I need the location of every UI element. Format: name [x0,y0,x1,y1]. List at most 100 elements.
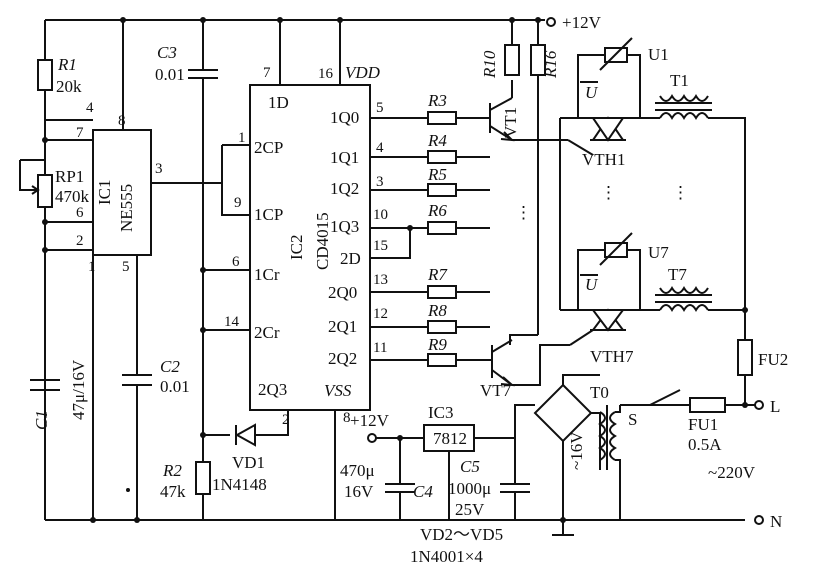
ic2-pin-2: 2 [282,412,290,428]
ic2-pin-7: 7 [263,65,271,81]
vth7-ref: VTH7 [590,347,634,366]
line-terminal [754,400,764,410]
ic2-pin-1q0: 1Q0 [330,108,359,127]
ic2-pin-1cp: 1CP [254,205,283,224]
resistor-r10 [504,44,520,76]
ic2-pin-2cr: 2Cr [254,323,280,342]
c4-ref: C4 [413,482,433,501]
ic2-pin-5: 5 [376,100,384,116]
ic1-ne555 [92,129,152,256]
ic2-pin-12: 12 [373,306,388,322]
ic1-pin-8: 8 [118,113,126,129]
resistor-r4 [427,150,457,164]
ellipsis-outputs: ⋮ [515,203,532,222]
r5-ref: R5 [427,165,447,184]
resistor-r6 [427,221,457,235]
ic2-cd4015 [249,84,371,411]
ic1-pin-3: 3 [155,161,163,177]
ic2-pin-14: 14 [224,314,240,330]
transformer-t7 [655,286,712,312]
secondary-voltage: ~16V [567,431,586,470]
ic2-pin-1q1: 1Q1 [330,148,359,167]
t1-ref: T1 [670,71,689,90]
c2-ref: C2 [160,357,180,376]
r1-ref: R1 [57,55,77,74]
bridge-ref: VD2～VD5 [420,525,503,544]
mains-label: ~220V [708,463,756,482]
resistor-r5 [427,183,457,197]
neutral-label: N [770,512,782,531]
ic2-pin-vss: VSS [324,381,352,400]
r2-ref: R2 [162,461,182,480]
bridge-value: 1N4001×4 [410,547,483,566]
c5-value1: 1000μ [448,479,491,498]
vt7-ref: VT7 [480,381,512,400]
ic2-pin-1q3: 1Q3 [330,217,359,236]
ic2-pin-8: 8 [343,410,351,426]
r3-ref: R3 [427,91,447,110]
ic2-pin-13: 13 [373,272,388,288]
ic2-pin-10: 10 [373,207,388,223]
vcc-label-reg: +12V [350,411,390,430]
ic3-part: 7812 [433,429,467,448]
fu1-ref: FU1 [688,415,718,434]
ic1-pin-2: 2 [76,233,84,249]
ic2-pin-11: 11 [373,340,387,356]
ic2-pin-2q2: 2Q2 [328,349,357,368]
resistor-r9 [427,353,457,367]
ic3-ref: IC3 [428,403,454,422]
ellipsis-transformer: ⋮ [672,183,689,202]
c2-value: 0.01 [160,377,190,396]
t7-ref: T7 [668,265,687,284]
vcc-label-top: +12V [562,13,602,32]
c1-ref: C1 [32,410,51,430]
u7-ref: U7 [648,243,669,262]
r2-value: 47k [160,482,186,501]
t0-ref: T0 [590,383,609,402]
transformer-t1 [655,94,712,120]
resistor-r7 [427,285,457,299]
ic2-pin-1q2: 1Q2 [330,179,359,198]
rp1-ref: RP1 [55,167,84,186]
vcc-terminal-top [546,17,556,27]
ic2-pin-16: 16 [318,66,334,82]
ic2-pin-3: 3 [376,174,384,190]
ic2-pin-1: 1 [238,130,246,146]
c4-value2: 16V [344,482,374,501]
potentiometer-rp1 [37,174,53,208]
ic2-part: CD4015 [313,212,332,270]
switch-s-ref: S [628,410,637,429]
vcc-terminal-reg [367,433,377,443]
ic2-pin-1d: 1D [268,93,289,112]
ic1-ref: IC1 [95,180,114,206]
r8-ref: R8 [427,301,447,320]
fu1-value: 0.5A [688,435,722,454]
resistor-r2 [195,461,211,495]
transformer-t0 [598,405,617,470]
c5-ref: C5 [460,457,480,476]
vd1-ref: VD1 [232,453,265,472]
fuse-fu2 [737,339,753,376]
line-label: L [770,397,780,416]
c3-value: 0.01 [155,65,185,84]
r7-ref: R7 [427,265,448,284]
ic2-pin-4: 4 [376,140,384,156]
neutral-terminal [754,515,764,525]
output-resistors [370,111,492,367]
c5-value2: 25V [455,500,485,519]
ic2-pin-15: 15 [373,238,388,254]
ic2-pin-9: 9 [234,195,242,211]
ic1-pin-1: 1 [88,259,96,275]
ic1-part: NE555 [117,184,136,232]
resistor-r1 [37,59,53,91]
resistor-r8 [427,320,457,334]
ic2-pin-vdd: VDD [345,63,381,82]
rp1-value: 470k [55,187,90,206]
ic2-pin-1cr: 1Cr [254,265,280,284]
c3-ref: C3 [157,43,177,62]
u7-symbol: U [585,275,599,294]
ic2-pin-2cp: 2CP [254,138,283,157]
r9-ref: R9 [427,335,447,354]
u1-symbol: U [585,83,599,102]
